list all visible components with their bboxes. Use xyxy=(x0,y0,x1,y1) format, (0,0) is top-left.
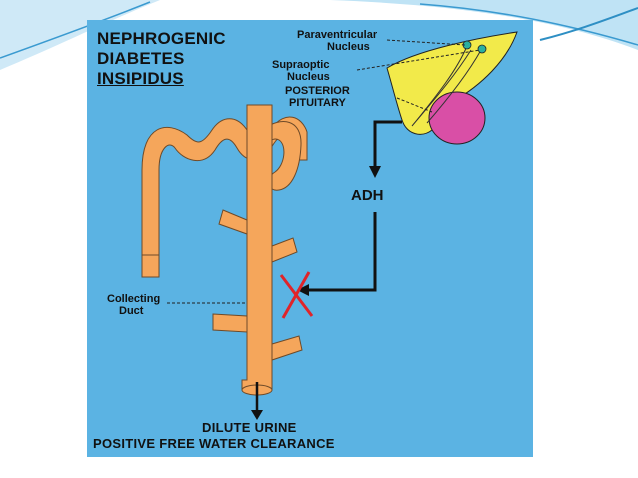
top-left-swoosh-line xyxy=(0,1,151,59)
posterior-pituitary-shape xyxy=(428,91,486,145)
label-dilute-urine: DILUTE URINE xyxy=(202,420,297,435)
duct-branch xyxy=(218,209,248,235)
nephron-diagram xyxy=(141,31,518,420)
paraventricular-leader xyxy=(386,39,466,46)
adh-arrow-head xyxy=(369,166,381,178)
label-collecting: Collecting xyxy=(107,293,161,305)
top-right-swoosh xyxy=(330,0,638,50)
label-adh: ADH xyxy=(351,187,384,204)
supraoptic-leader xyxy=(356,49,481,71)
duct-arrow-line xyxy=(307,212,377,292)
label-supraoptic: Supraoptic xyxy=(272,59,330,71)
title-line-2: DIABETES xyxy=(97,49,185,68)
loop-tubule xyxy=(141,116,308,271)
duct-branch xyxy=(212,313,248,333)
supraoptic-nucleus-dot xyxy=(477,44,487,54)
top-right-swoosh-line xyxy=(419,3,638,46)
label-paraventricular-nucleus: Nucleus xyxy=(327,41,370,53)
label-duct: Duct xyxy=(119,305,144,317)
adh-arrow-line xyxy=(373,120,402,168)
duct-branch xyxy=(271,335,303,361)
top-left-swoosh xyxy=(0,0,160,70)
title-line-1: NEPHROGENIC xyxy=(97,29,226,48)
neuron-fiber xyxy=(411,49,472,127)
top-right-swoosh-line-2 xyxy=(539,7,638,41)
collecting-duct xyxy=(241,104,273,391)
loop-tubule-end xyxy=(141,254,160,278)
diagram-panel: NEPHROGENIC DIABETES INSIPIDUS Paraventr… xyxy=(87,20,533,457)
label-paraventricular: Paraventricular xyxy=(297,29,378,41)
label-supraoptic-nucleus: Nucleus xyxy=(287,71,330,83)
label-pituitary: PITUITARY xyxy=(289,97,346,109)
pituitary-leader xyxy=(396,97,433,113)
urine-arrow-head xyxy=(251,410,263,420)
duct-branch xyxy=(271,237,298,263)
tubule xyxy=(141,104,308,396)
neuron-fiber xyxy=(426,49,482,124)
block-mark-stroke xyxy=(281,271,311,319)
title-line-3: INSIPIDUS xyxy=(97,69,184,88)
duct-arrow-head xyxy=(297,284,309,296)
label-free-water-clearance: POSITIVE FREE WATER CLEARANCE xyxy=(93,436,335,451)
label-posterior: POSTERIOR xyxy=(285,85,350,97)
